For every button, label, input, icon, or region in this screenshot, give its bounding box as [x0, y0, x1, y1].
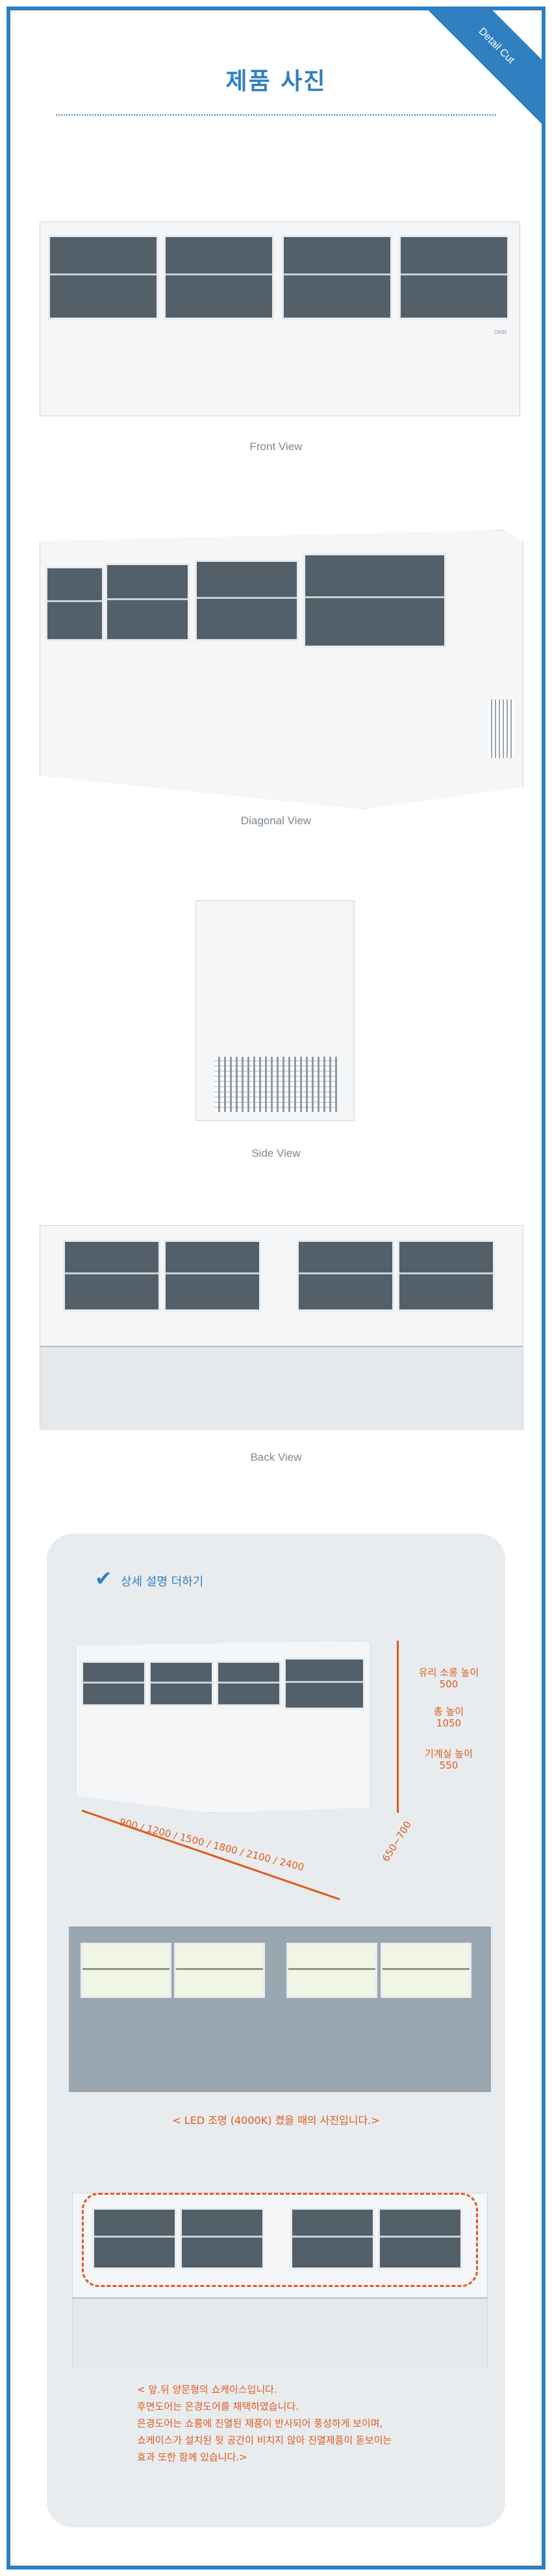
- back-glass-1: [63, 1240, 160, 1311]
- dim-glass-2: [149, 1661, 214, 1706]
- front-glass-1: [48, 235, 158, 320]
- back-glass-3: [297, 1240, 394, 1311]
- mirror-machine-room: [73, 2297, 487, 2369]
- mirror-door-photo: [72, 2193, 488, 2369]
- back-view-caption: Back View: [250, 1451, 302, 1463]
- mirror-glass-1: [92, 2208, 177, 2269]
- height-line: [397, 1641, 399, 1813]
- glass-height-label: 유리 소롱 높이 500: [403, 1667, 494, 1690]
- led-photo: [69, 1926, 491, 2092]
- side-view-image: [195, 900, 355, 1121]
- diagonal-glass-2: [105, 563, 190, 641]
- front-glass-4: [399, 235, 509, 320]
- led-glass-2: [174, 1943, 265, 1998]
- front-view-image: DAIN: [40, 221, 520, 416]
- back-glass-4: [397, 1240, 495, 1311]
- page-frame: Detail Cut 제품 사진 DAIN Front View Diagona…: [6, 6, 546, 2570]
- dim-glass-1: [81, 1661, 146, 1706]
- dim-glass-3: [216, 1661, 281, 1706]
- brand-mark: DAIN: [494, 329, 507, 335]
- front-glass-3: [282, 235, 392, 320]
- side-vent: [214, 1057, 338, 1112]
- description: < 앞.뒤 양문형의 쇼케이스입니다. 후면도어는 은경도어를 채택하였습니다.…: [137, 2381, 392, 2466]
- led-caption: < LED 조명 (4000K) 켰을 때의 사진입니다.>: [172, 2114, 380, 2127]
- machine-height-label: 기계실 높이 550: [403, 1748, 494, 1771]
- side-view-caption: Side View: [251, 1147, 301, 1159]
- total-height-title: 총 높이: [433, 1706, 464, 1717]
- page-title: 제품 사진: [225, 68, 327, 95]
- title-divider: [56, 114, 496, 116]
- glass-height-title: 유리 소롱 높이: [418, 1667, 479, 1678]
- total-height-label: 총 높이 1050: [403, 1706, 494, 1729]
- machine-height-title: 기계실 높이: [425, 1748, 473, 1760]
- check-icon: ✔: [95, 1566, 112, 1591]
- desc-line-3: 은경도어는 쇼룸에 진열된 제품이 반사되어 풍성하게 보이며,: [137, 2418, 383, 2429]
- diagonal-vent: [488, 700, 514, 758]
- back-glass-2: [164, 1240, 261, 1311]
- mirror-door-highlight: [82, 2193, 478, 2287]
- diagonal-glass-1: [45, 566, 104, 641]
- diagonal-glass-3: [195, 560, 299, 641]
- dimension-image: [75, 1641, 371, 1813]
- mirror-glass-2: [180, 2208, 264, 2269]
- glass-height-value: 500: [439, 1678, 458, 1690]
- diagonal-view-caption: Diagonal View: [240, 814, 312, 827]
- led-glass-3: [286, 1943, 377, 1998]
- back-view-image: [40, 1225, 523, 1430]
- desc-line-5: 효과 또한 함께 있습니다.>: [137, 2451, 247, 2463]
- led-glass-1: [81, 1943, 171, 1998]
- dim-glass-4: [284, 1658, 365, 1710]
- led-glass-4: [381, 1943, 471, 1998]
- detail-heading: 상세 설명 더하기: [121, 1575, 204, 1589]
- desc-line-2: 후면도어는 은경도어를 채택하였습니다.: [137, 2401, 299, 2412]
- desc-line-1: < 앞.뒤 양문형의 쇼케이스입니다.: [137, 2384, 277, 2395]
- back-machine-room: [40, 1346, 523, 1430]
- total-height-value: 1050: [436, 1717, 462, 1729]
- front-view-caption: Front View: [249, 440, 303, 453]
- diagonal-view-image: [40, 530, 523, 809]
- diagonal-glass-4: [303, 553, 446, 648]
- front-glass-2: [164, 235, 274, 320]
- machine-height-value: 550: [439, 1760, 458, 1771]
- mirror-glass-3: [290, 2208, 375, 2269]
- mirror-glass-4: [378, 2208, 462, 2269]
- desc-line-4: 쇼케이스가 설치된 뒷 공간이 비치지 않아 진열제품이 돋보이는: [137, 2434, 392, 2446]
